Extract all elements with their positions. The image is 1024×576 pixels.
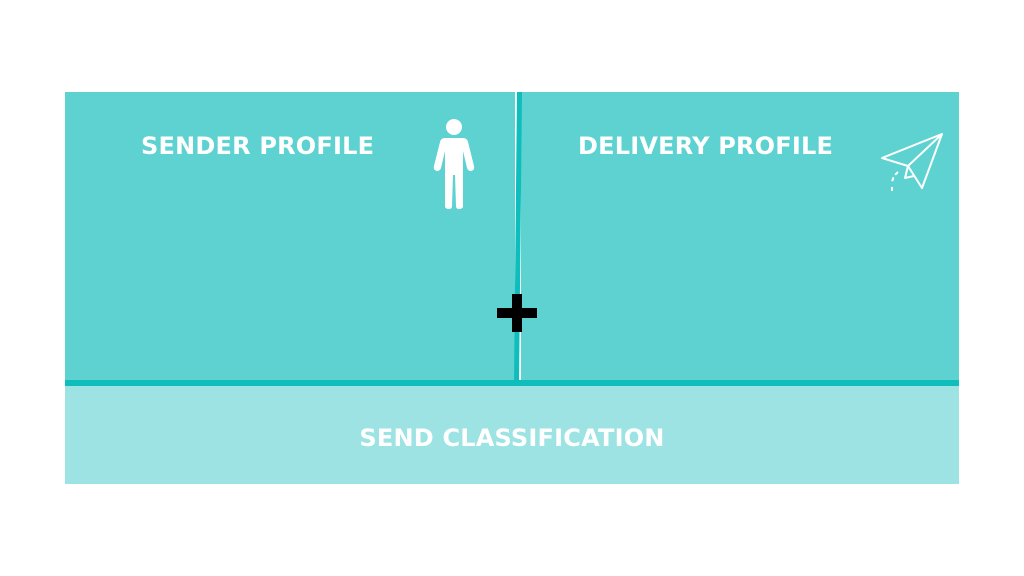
sender-profile-panel: SENDER PROFILE — [65, 92, 515, 382]
vertical-divider — [514, 92, 522, 384]
horizontal-divider — [65, 380, 959, 386]
sender-profile-label: SENDER PROFILE — [141, 132, 375, 160]
send-classification-label: SEND CLASSIFICATION — [359, 424, 665, 452]
profile-combination-diagram: SENDER PROFILE DELIVERY PROFILE SEND CLA… — [65, 92, 959, 484]
paper-plane-icon — [881, 133, 943, 191]
delivery-profile-panel: DELIVERY PROFILE — [521, 92, 959, 382]
person-icon — [433, 119, 475, 209]
send-classification-bar: SEND CLASSIFICATION — [65, 386, 959, 484]
plus-icon — [497, 294, 537, 332]
delivery-profile-label: DELIVERY PROFILE — [578, 132, 834, 160]
